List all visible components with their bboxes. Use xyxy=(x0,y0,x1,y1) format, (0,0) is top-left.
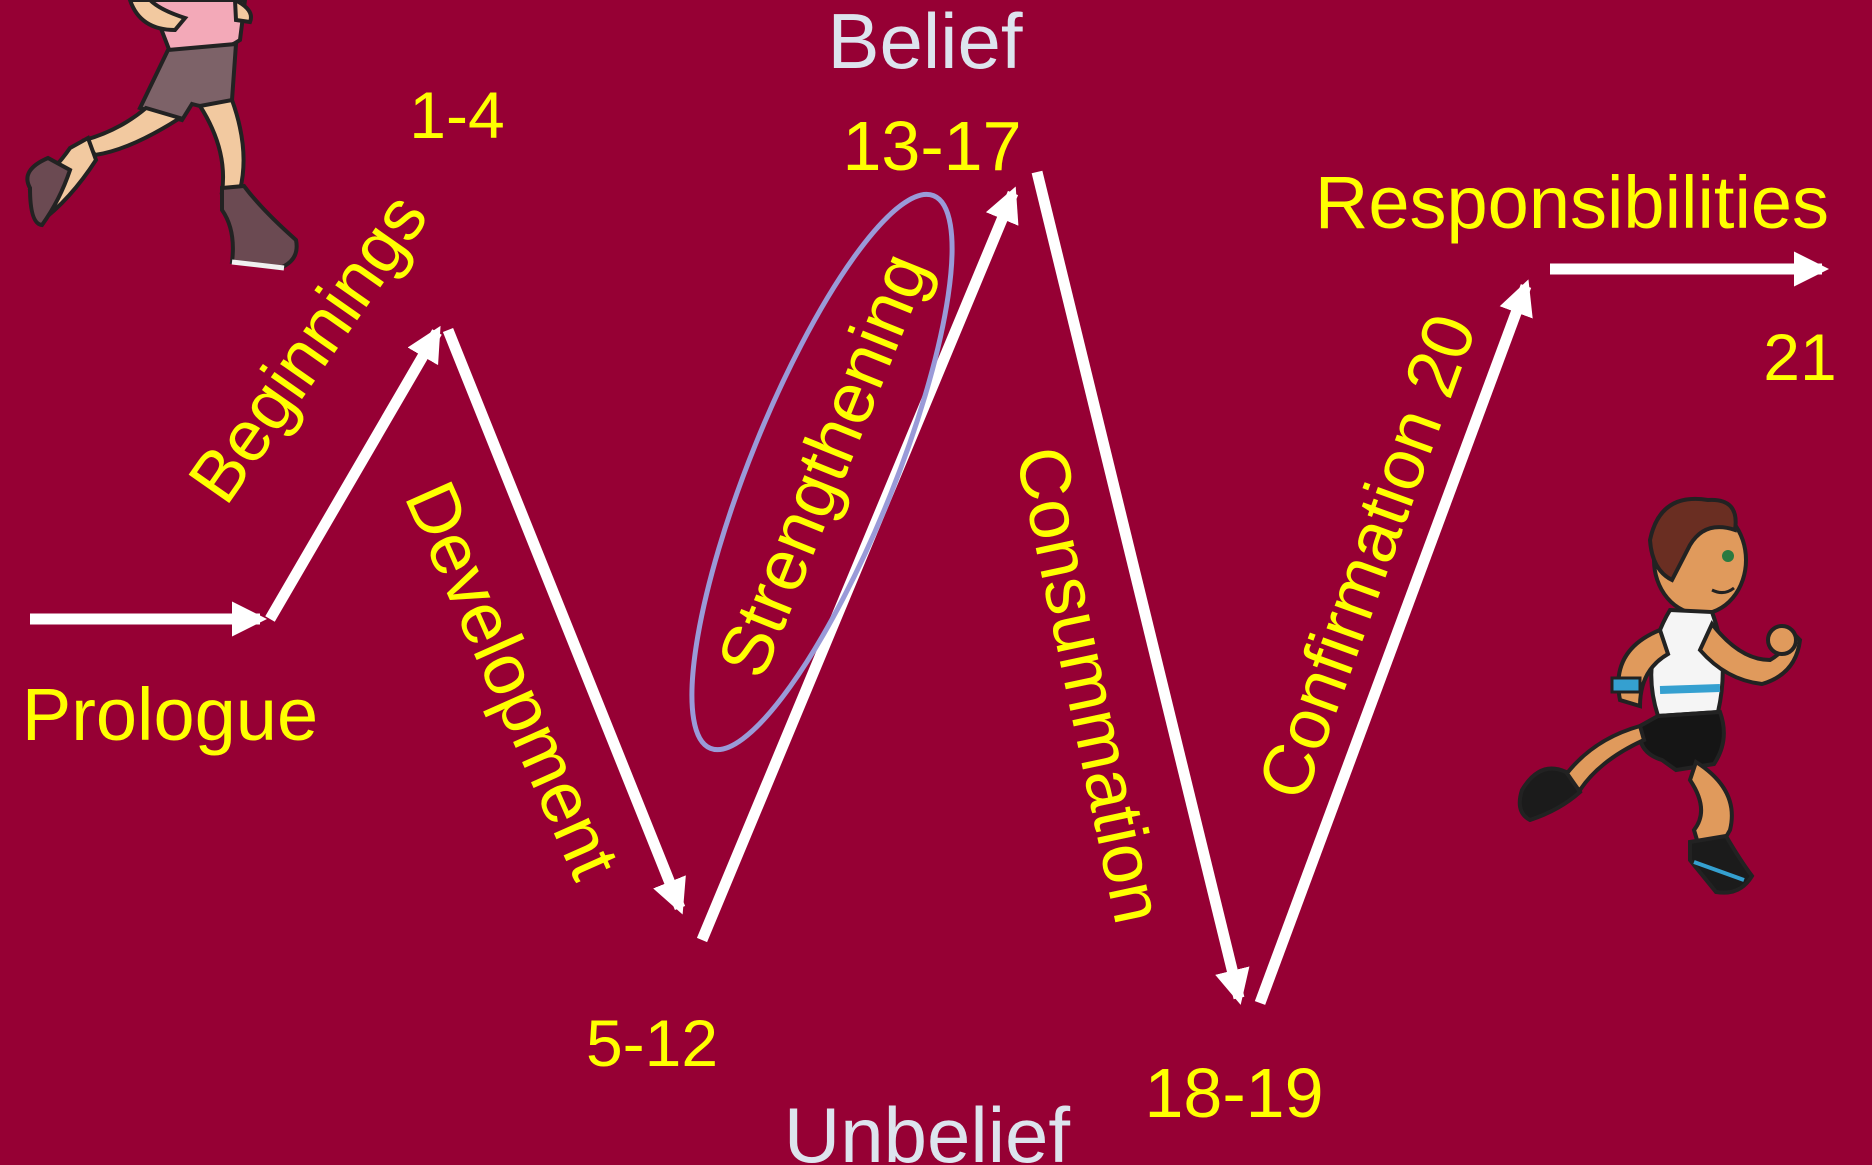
stage-beginnings: Beginnings xyxy=(173,179,443,517)
stage-development: Development xyxy=(389,470,635,890)
belief-label: Belief xyxy=(827,0,1022,85)
chapters-development: 5-12 xyxy=(586,1006,718,1080)
stage-strengthening: Strengthening xyxy=(703,242,945,688)
chapters-strengthening: 13-17 xyxy=(842,107,1021,185)
arrow-consummation xyxy=(1031,170,1250,1005)
chapters-consummation: 18-19 xyxy=(1144,1054,1323,1132)
arrow-beginnings xyxy=(265,325,442,622)
arrow-confirmation xyxy=(1254,279,1533,1005)
chapters-beginnings: 1-4 xyxy=(409,78,504,152)
arrow-development xyxy=(442,327,686,915)
stage-responsibilities: Responsibilities xyxy=(1315,161,1829,244)
runner-boy-icon xyxy=(1517,496,1803,895)
stage-consummation: Consummation xyxy=(1000,440,1179,930)
unbelief-label: Unbelief xyxy=(784,1091,1071,1165)
strengthening-highlight-ellipse xyxy=(689,191,955,753)
arrow-path xyxy=(30,170,1830,1005)
runner-girl-icon xyxy=(25,0,299,271)
stage-prologue: Prologue xyxy=(22,673,318,756)
chapters-responsibilities: 21 xyxy=(1763,320,1836,394)
stage-confirmation: Confirmation 20 xyxy=(1243,304,1492,809)
